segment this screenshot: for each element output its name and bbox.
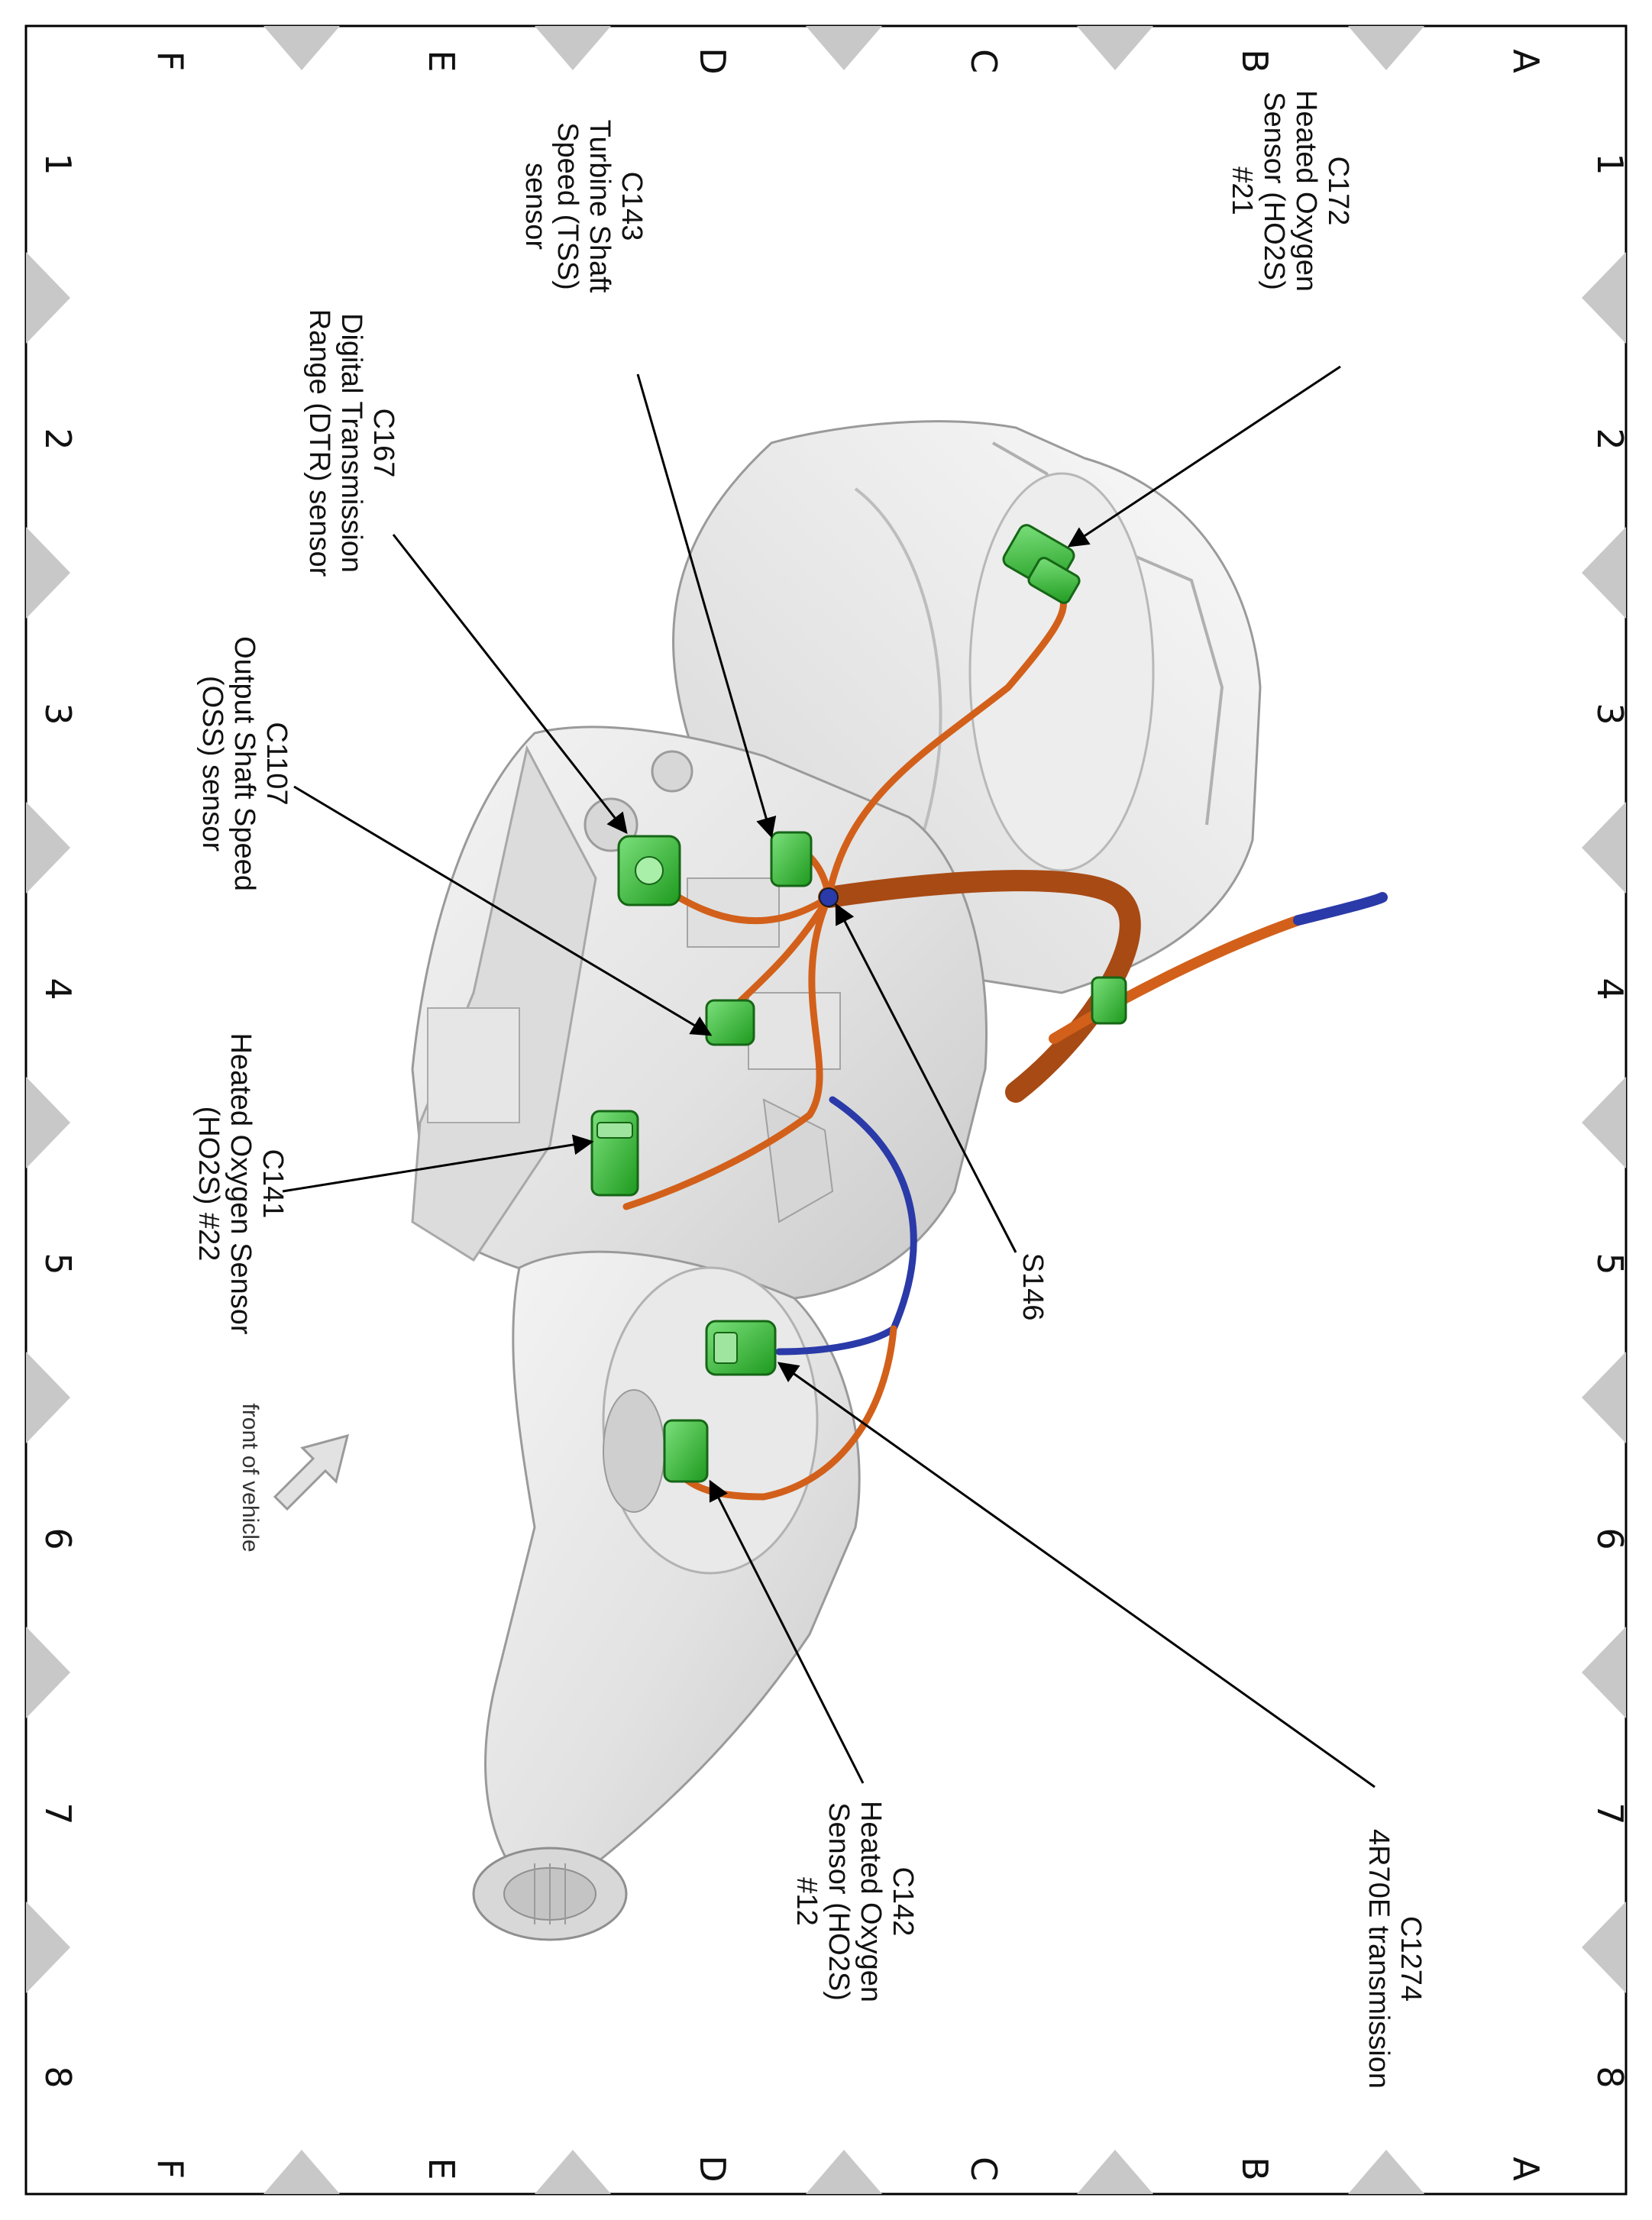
callout-c143: C143 Turbine Shaft Speed (TSS) sensor (519, 120, 648, 293)
grid-col-label: 7 (37, 1802, 79, 1824)
callout-line: Heated Oxygen (855, 1801, 887, 2002)
connector-upper-right (1091, 976, 1127, 1025)
grid-col-label: 5 (37, 1252, 79, 1275)
callout-code: C167 (367, 409, 399, 478)
callout-line: Heated Oxygen (1290, 90, 1322, 292)
callout-code: C143 (616, 172, 648, 241)
callout-line: Output Shaft Speed (228, 636, 260, 891)
callout-line: Range (DTR) sensor (303, 309, 335, 577)
front-of-vehicle-indicator: front of vehicle (238, 1403, 350, 1553)
callout-line: Turbine Shaft (584, 120, 616, 293)
grid-row-label: A (1505, 49, 1547, 73)
grid-col-label: 1 (37, 153, 79, 175)
grid-col-label: 3 (37, 703, 79, 725)
grid-row-label: A (1505, 2157, 1547, 2181)
grid-col-label: 6 (37, 1527, 79, 1549)
connector-c1274 (705, 1320, 777, 1376)
grid-col-label: 3 (1589, 703, 1631, 725)
callout-code: C1107 (260, 722, 293, 805)
callout-c172: C172 Heated Oxygen Sensor (HO2S) #21 (1226, 90, 1354, 292)
grid-row-label: F (150, 2159, 191, 2179)
grid-col-labels-left: 1 2 3 4 5 6 7 8 (37, 153, 79, 2088)
grid-col-label: 5 (1589, 1252, 1631, 1275)
leader-c143 (636, 373, 777, 839)
callout-code: C141 (257, 1149, 289, 1219)
grid-col-label: 4 (37, 978, 79, 1000)
grid-row-label: E (421, 50, 462, 72)
callout-line: Sensor (HO2S) (823, 1802, 855, 2001)
connector-c143 (770, 831, 813, 887)
callout-line: Heated Oxygen Sensor (225, 1032, 257, 1334)
grid-row-label: B (1234, 2157, 1275, 2181)
leader-c1274 (777, 1362, 1376, 1789)
callout-line: Digital Transmission (335, 313, 367, 573)
callout-line: #21 (1226, 166, 1258, 215)
grid-col-label: 1 (1589, 153, 1631, 175)
grid-row-labels-bottom: A B C D E F (150, 2155, 1547, 2182)
callout-code: C1274 (1395, 1916, 1427, 2002)
callout-code: C142 (887, 1867, 919, 1937)
callout-c167: C167 Digital Transmission Range (DTR) se… (303, 309, 399, 577)
callout-line: Sensor (HO2S) (1258, 92, 1290, 290)
leader-c167 (392, 534, 628, 835)
leader-c141 (282, 1134, 594, 1193)
callout-line: (HO2S) #22 (192, 1107, 225, 1262)
grid-row-label: C (963, 2157, 1004, 2181)
front-of-vehicle-label: front of vehicle (238, 1403, 263, 1552)
leader-s146 (835, 903, 1017, 1253)
callout-line: Speed (TSS) (551, 122, 584, 290)
leader-c142 (709, 1479, 865, 1784)
transmission-illustration (411, 420, 1388, 1941)
grid-row-label: D (692, 47, 733, 74)
grid-col-labels-right: 1 2 3 4 5 6 7 8 (1589, 153, 1631, 2088)
grid-col-label: 4 (1589, 978, 1631, 1000)
leader-lines (282, 365, 1376, 1789)
callout-c142: C142 Heated Oxygen Sensor (HO2S) #12 (790, 1801, 919, 2002)
front-arrow-icon (273, 1433, 350, 1511)
connector-c141 (590, 1110, 639, 1197)
grid-col-label: 8 (1589, 2066, 1631, 2088)
splice-s146 (819, 887, 839, 907)
grid-col-label: 2 (37, 428, 79, 450)
callout-c1107: C1107 Output Shaft Speed (OSS) sensor (196, 636, 293, 891)
grid-col-label: 7 (1589, 1802, 1631, 1824)
callout-line: #12 (790, 1877, 823, 1925)
grid-markers (26, 26, 1626, 2194)
leader-c172 (1067, 365, 1341, 548)
callout-line: sensor (519, 163, 551, 250)
callout-line: (OSS) sensor (196, 676, 228, 852)
grid-row-label: C (963, 49, 1004, 73)
callout-s146: S146 (1017, 1253, 1049, 1321)
connector-c142 (663, 1419, 709, 1483)
grid-col-label: 6 (1589, 1527, 1631, 1549)
connector-c1107 (705, 999, 755, 1046)
callout-c141: C141 Heated Oxygen Sensor (HO2S) #22 (192, 1032, 289, 1334)
grid-col-label: 8 (37, 2066, 79, 2088)
callout-line: 4R70E transmission (1363, 1829, 1395, 2089)
harness-blue-lead (1293, 892, 1388, 926)
grid-row-label: D (692, 2155, 733, 2182)
connector-c172 (1002, 524, 1081, 604)
connector-c167 (617, 835, 681, 906)
grid-col-label: 2 (1589, 428, 1631, 450)
grid-row-labels-top: A B C D E F (150, 47, 1547, 74)
callout-c1274: C1274 4R70E transmission (1363, 1829, 1427, 2089)
callout-code: C172 (1322, 157, 1354, 226)
grid-row-label: F (150, 51, 191, 71)
grid-row-label: E (421, 2157, 462, 2180)
callout-code: S146 (1017, 1253, 1049, 1321)
leader-c1107 (293, 785, 713, 1036)
grid-row-label: B (1234, 49, 1275, 73)
